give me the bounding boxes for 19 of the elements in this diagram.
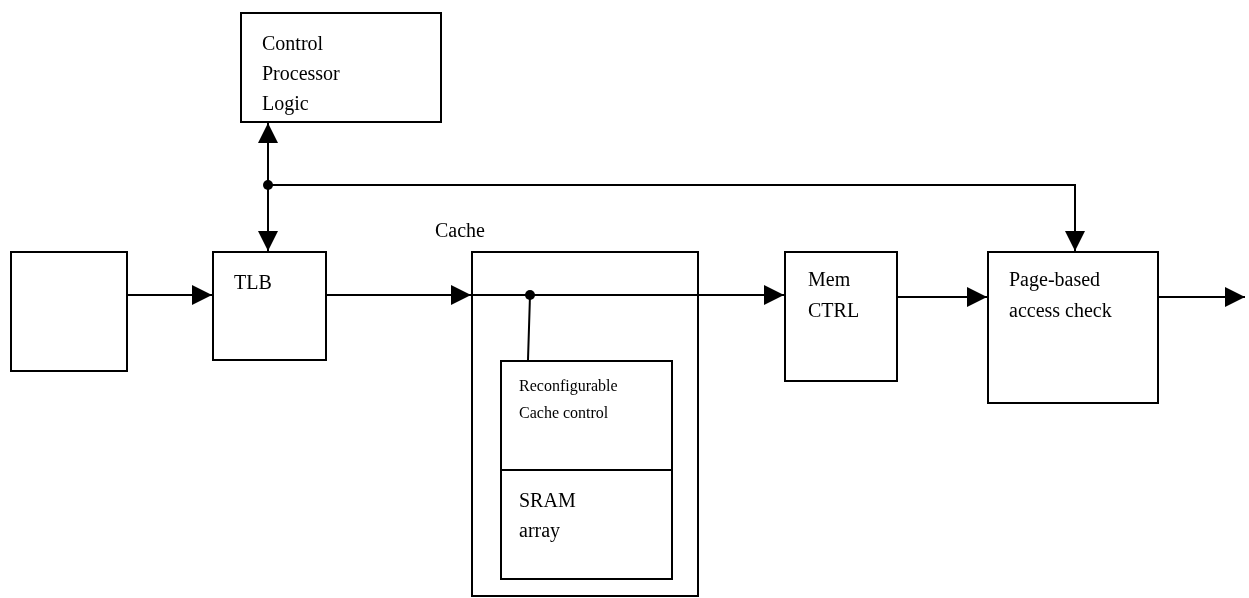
arrow xyxy=(1158,287,1246,307)
arrow xyxy=(326,285,472,305)
process-box xyxy=(987,251,1159,404)
box-label: TLB xyxy=(234,270,273,295)
arrow xyxy=(698,285,785,305)
box-label: Mem CTRL xyxy=(808,267,861,323)
box-heading: Cache xyxy=(435,218,486,243)
box-label: SRAM array xyxy=(519,488,577,544)
box-label: Page-based access check xyxy=(1009,267,1113,323)
empty-block-box xyxy=(10,251,128,372)
process-box xyxy=(500,360,673,471)
box-label: Reconfigurable Cache control xyxy=(519,376,619,423)
process-box xyxy=(212,251,327,361)
process-box xyxy=(240,12,442,123)
box-label: Control Processor Logic xyxy=(262,31,341,117)
process-box xyxy=(500,469,673,580)
process-box xyxy=(784,251,898,382)
arrow xyxy=(127,285,213,305)
arrow xyxy=(897,287,988,307)
